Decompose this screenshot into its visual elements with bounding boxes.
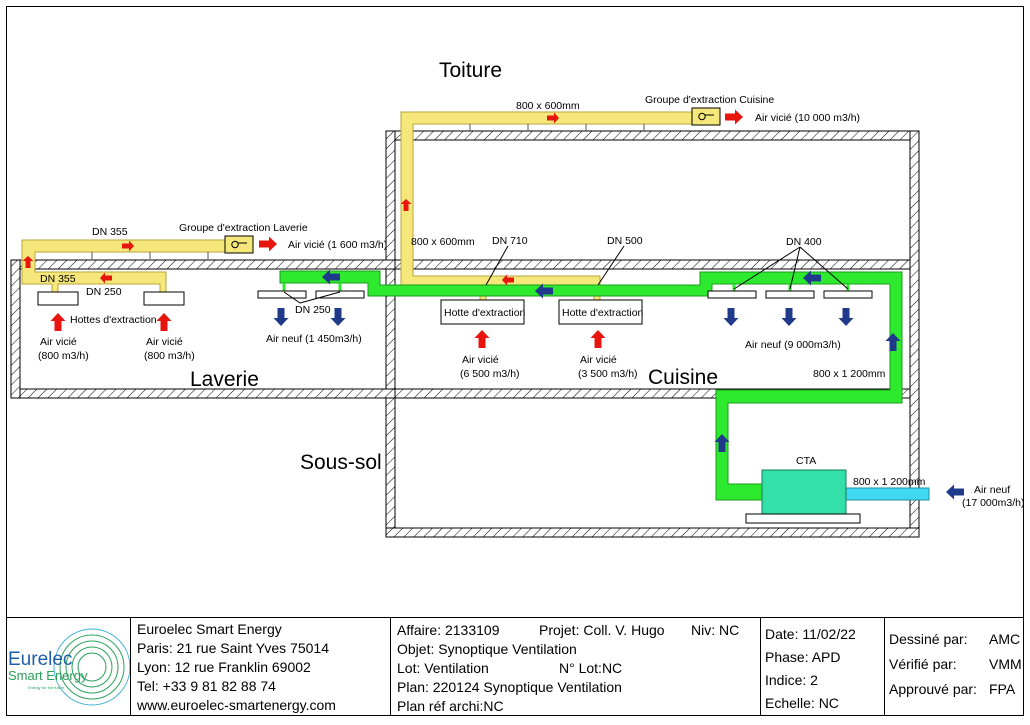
- company-tel: Tel: +33 9 81 82 88 74: [137, 678, 276, 694]
- label-air-vicie-1600: Air vicié (1 600 m3/h): [288, 239, 387, 251]
- label-dn710: DN 710: [492, 235, 528, 247]
- label-hotte-1: Hotte d'extraction: [444, 307, 526, 319]
- arrow-blue: [781, 308, 797, 326]
- label-dn355-top: DN 355: [92, 226, 128, 238]
- label-group-cuisine: Groupe d'extraction Cuisine: [645, 94, 774, 106]
- company-paris: Paris: 21 rue Saint Yves 75014: [137, 640, 329, 656]
- duct-fresh-air: [845, 487, 930, 501]
- meta-phase: Phase: APD: [765, 649, 841, 665]
- label-duct-800x600-vert: 800 x 600mm: [411, 236, 475, 248]
- zone-label-toiture: Toiture: [439, 59, 502, 82]
- ventilation-synoptic-diagram: Toiture Laverie Cuisine Sous-sol 800 x 6…: [10, 59, 1024, 538]
- label-group-laverie: Groupe d'extraction Laverie: [179, 222, 308, 234]
- signoff-approuve-label: Approuvé par:: [889, 681, 977, 697]
- label-air-neuf-1450: Air neuf (1 450m3/h): [266, 333, 362, 345]
- diffuser-laverie-2: [315, 290, 365, 299]
- arrow-red: [156, 313, 172, 331]
- meta-echelle: Echelle: NC: [765, 695, 839, 711]
- logo-tagline: Energy for the future: [28, 685, 65, 690]
- project-projet: Projet: Coll. V. Hugo: [539, 622, 665, 638]
- label-air-vicie-b: Air vicié: [146, 336, 183, 348]
- signoff-approuve-value: FPA: [989, 681, 1016, 697]
- cta-base: [745, 513, 861, 524]
- company-web: www.euroelec-smartenergy.com: [137, 697, 336, 713]
- project-objet: Objet: Synoptique Ventilation: [397, 641, 577, 657]
- cta-unit: [761, 469, 847, 515]
- hood-cuisine-1: [440, 299, 525, 325]
- project-niv: Niv: NC: [691, 622, 740, 638]
- project-n-lot: N° Lot:NC: [559, 660, 623, 676]
- label-air-vicie-a: Air vicié: [40, 336, 77, 348]
- logo-line1: Eurelec: [8, 649, 72, 670]
- label-air-vicie-b-flow: (800 m3/h): [144, 350, 195, 362]
- label-air-vicie-10000: Air vicié (10 000 m3/h): [755, 112, 860, 124]
- fan-group-laverie: [224, 235, 254, 254]
- fan-group-cuisine: [691, 107, 721, 126]
- zone-label-cuisine: Cuisine: [648, 366, 718, 389]
- arrow-red: [474, 330, 490, 348]
- diffuser-cuisine-3: [823, 290, 873, 299]
- label-air-vicie-a-flow: (800 m3/h): [38, 350, 89, 362]
- label-dn250-supply: DN 250: [295, 304, 331, 316]
- hood-cuisine-2: [558, 299, 643, 325]
- label-air-vicie-c: Air vicié: [462, 354, 499, 366]
- label-dn400: DN 400: [786, 236, 822, 248]
- project-lot: Lot: Ventilation: [397, 660, 489, 676]
- label-duct-800x1200-cta: 800 x 1 200mm: [853, 476, 926, 488]
- signoff-dessine-value: AMC: [989, 631, 1021, 647]
- sign-off: Dessiné par: AMC Vérifié par: VMM Approu…: [884, 617, 1024, 716]
- company-info: Euroelec Smart Energy Paris: 21 rue Sain…: [130, 617, 390, 716]
- signoff-dessine-label: Dessiné par:: [889, 631, 968, 647]
- arrow-red: [725, 109, 743, 125]
- drawing-frame: [6, 6, 1024, 716]
- label-dn500: DN 500: [607, 235, 643, 247]
- leader-lines: [283, 245, 849, 304]
- arrow-blue: [838, 308, 854, 326]
- diffuser-laverie-1: [257, 290, 307, 299]
- project-affaire: Affaire: 2133109: [397, 622, 500, 638]
- meta-indice: Indice: 2: [765, 672, 818, 688]
- signoff-verifie-value: VMM: [989, 656, 1022, 672]
- diffuser-cuisine-2: [765, 290, 815, 299]
- project-plan-ref: Plan réf archi:NC: [397, 698, 504, 714]
- label-dn355-low: DN 355: [40, 273, 76, 285]
- label-cta: CTA: [796, 455, 816, 467]
- label-air-neuf-ext: Air neuf: [974, 484, 1010, 496]
- arrow-blue: [723, 308, 739, 326]
- arrow-blue: [330, 308, 346, 326]
- logo-line2: Smart Energy: [8, 668, 88, 683]
- arrow-red: [50, 313, 66, 331]
- hood-laverie-1: [37, 291, 79, 306]
- company-name: Euroelec Smart Energy: [137, 621, 282, 637]
- label-air-vicie-c-flow: (6 500 m3/h): [460, 368, 520, 380]
- company-logo: Eurelec Smart Energy Energy for the futu…: [6, 617, 130, 716]
- label-hotte-2: Hotte d'extraction: [562, 307, 644, 319]
- label-air-vicie-d: Air vicié: [580, 354, 617, 366]
- label-duct-800x1200-cuisine: 800 x 1 200mm: [813, 368, 886, 380]
- label-dn250-extract: DN 250: [86, 286, 122, 298]
- label-air-neuf-ext-flow: (17 000m3/h): [962, 497, 1024, 509]
- arrow-blue: [273, 308, 289, 326]
- label-duct-800x600-top: 800 x 600mm: [516, 100, 580, 112]
- label-air-neuf-9000: Air neuf (9 000m3/h): [745, 339, 841, 351]
- hood-laverie-2: [143, 291, 185, 306]
- arrow-red: [259, 236, 277, 252]
- meta-date: Date: 11/02/22: [765, 626, 856, 642]
- company-lyon: Lyon: 12 rue Franklin 69002: [137, 659, 311, 675]
- title-block-border: [6, 617, 1024, 618]
- zone-label-laverie: Laverie: [190, 368, 259, 391]
- label-air-vicie-d-flow: (3 500 m3/h): [578, 368, 638, 380]
- diffuser-cuisine-1: [707, 290, 757, 299]
- zone-label-sous-sol: Sous-sol: [300, 451, 382, 474]
- project-info: Affaire: 2133109 Projet: Coll. V. Hugo N…: [390, 617, 760, 716]
- project-plan: Plan: 220124 Synoptique Ventilation: [397, 679, 622, 695]
- label-hottes-extraction: Hottes d'extraction: [70, 314, 157, 326]
- arrow-red: [590, 330, 606, 348]
- signoff-verifie-label: Vérifié par:: [889, 656, 957, 672]
- drawing-meta: Date: 11/02/22 Phase: APD Indice: 2 Eche…: [760, 617, 884, 716]
